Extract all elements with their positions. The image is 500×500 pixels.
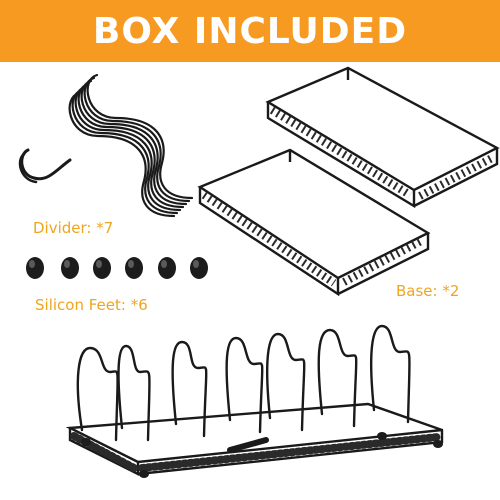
base-quantity-label: Base: *2 <box>396 282 460 300</box>
assembled-rack-icon <box>65 324 444 478</box>
divider-icon <box>18 73 194 218</box>
base-tray-icon <box>197 66 500 297</box>
banner-title: BOX INCLUDED <box>92 10 408 52</box>
silicon-feet-quantity-label: Silicon Feet: *6 <box>35 296 148 314</box>
silicone-foot-icon <box>26 257 208 279</box>
banner: BOX INCLUDED <box>0 0 500 62</box>
divider-quantity-label: Divider: *7 <box>33 219 114 237</box>
